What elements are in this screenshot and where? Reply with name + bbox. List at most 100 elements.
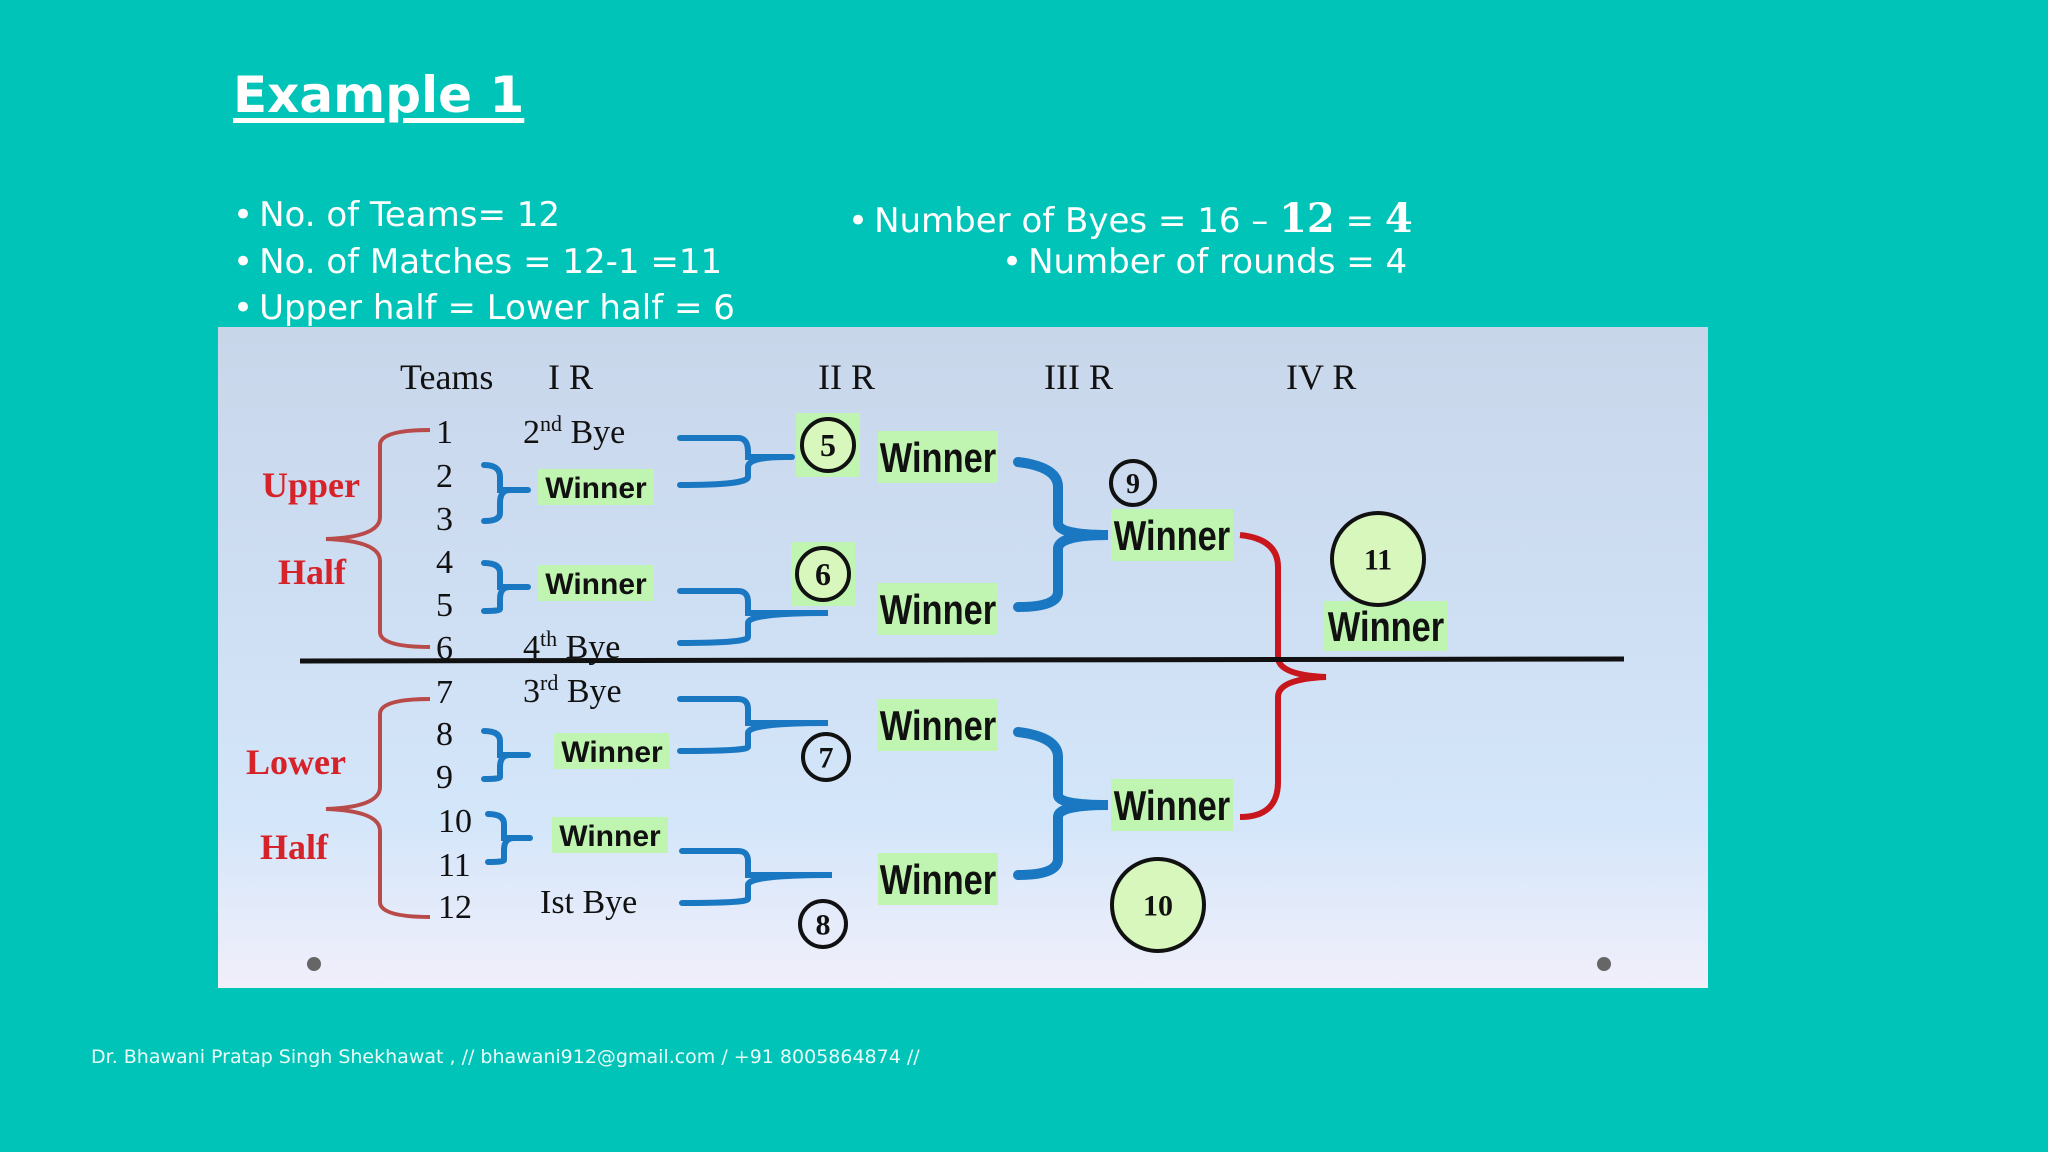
bullet-byes: •Number of Byes = 16 – 12 = 4 bbox=[848, 195, 1413, 242]
bullet-halves-text: Upper half = Lower half = 6 bbox=[259, 288, 735, 328]
bullet-teams: •No. of Teams= 12 bbox=[233, 195, 560, 235]
team-number: 12 bbox=[438, 889, 472, 926]
winner-label: Winner bbox=[545, 568, 647, 601]
match-number-circle: 6 bbox=[791, 542, 855, 606]
bye-2nd-rest: Bye bbox=[562, 414, 625, 451]
bye-3rd-sup: rd bbox=[540, 670, 558, 695]
bullet-byes-n: 12 bbox=[1279, 195, 1335, 242]
match-circle-ring bbox=[1110, 857, 1206, 953]
knockout-bracket-diagram: Teams I R II R III R IV R Upper Half Low… bbox=[218, 327, 1708, 988]
team-number: 2 bbox=[436, 458, 453, 495]
bracket-svg: Teams I R II R III R IV R Upper Half Low… bbox=[218, 327, 1708, 988]
bye-3rd: 3rd Bye bbox=[523, 670, 622, 710]
winner-label: Winner bbox=[880, 857, 996, 904]
bullet-dot: • bbox=[848, 201, 869, 241]
bye-1st: Ist Bye bbox=[540, 884, 637, 921]
match-circles: 5 6 7 8 9 10 11 bbox=[791, 413, 1426, 953]
winner-box-bg bbox=[878, 699, 998, 751]
bullet-byes-eq: = bbox=[1334, 201, 1385, 241]
team-number: 6 bbox=[436, 630, 453, 667]
match-number: 8 bbox=[816, 909, 831, 942]
winner-box: Winner bbox=[538, 469, 654, 505]
team-number: 4 bbox=[436, 544, 453, 581]
bye-3rd-rest: Bye bbox=[558, 673, 621, 710]
match-circle-ring bbox=[1330, 511, 1426, 607]
match-circle-ring bbox=[795, 546, 851, 602]
bullet-matches-text: No. of Matches = 12-1 =11 bbox=[259, 242, 723, 282]
bullet-dot: • bbox=[233, 242, 254, 282]
bye-4th-sup: th bbox=[540, 626, 557, 651]
label-upper: Upper bbox=[262, 465, 360, 505]
winner-box: Winner bbox=[878, 431, 998, 483]
team-number: 8 bbox=[436, 716, 453, 753]
bye-2nd-num: 2 bbox=[523, 414, 540, 451]
match-number: 7 bbox=[819, 742, 834, 775]
label-upper-half: Half bbox=[278, 552, 347, 592]
match-circle-ring bbox=[800, 417, 856, 473]
bullet-dot: • bbox=[233, 195, 254, 235]
team-number: 7 bbox=[436, 674, 453, 711]
header-round-1: I R bbox=[548, 357, 593, 397]
bye-3rd-num: 3 bbox=[523, 673, 540, 710]
lower-half-brace bbox=[325, 697, 431, 919]
match-number-circle: 7 bbox=[801, 732, 851, 782]
match-circle-ring bbox=[798, 899, 848, 949]
winner-box: Winner bbox=[554, 733, 670, 769]
brace-r3-match10 bbox=[1013, 727, 1109, 880]
bullet-rounds: •Number of rounds = 4 bbox=[1002, 242, 1407, 282]
match-number-circle: 8 bbox=[798, 899, 848, 949]
team-number: 5 bbox=[436, 587, 453, 624]
header-round-2: II R bbox=[818, 357, 875, 397]
winner-box: Winner bbox=[1324, 601, 1448, 651]
bullet-byes-prefix: Number of Byes = 16 – bbox=[874, 201, 1280, 241]
decor-dot-left bbox=[307, 957, 321, 971]
winner-box: Winner bbox=[878, 583, 998, 635]
team-number: 11 bbox=[438, 847, 471, 884]
bullet-teams-text: No. of Teams= 12 bbox=[259, 195, 561, 235]
team-number: 10 bbox=[438, 803, 472, 840]
team-number: 9 bbox=[436, 759, 453, 796]
match-number-circle: 10 bbox=[1110, 857, 1206, 953]
winner-box-bg bbox=[878, 853, 998, 905]
match-number: 5 bbox=[820, 427, 836, 463]
winner-box-bg bbox=[552, 817, 668, 853]
winner-label: Winner bbox=[880, 703, 996, 750]
bye-4th-num: 4 bbox=[523, 629, 540, 666]
brace-r2-match7 bbox=[677, 696, 829, 754]
brace-r2-match8 bbox=[679, 848, 833, 906]
winner-box-bg bbox=[1111, 509, 1233, 561]
match-number: 9 bbox=[1126, 469, 1140, 500]
match-number: 10 bbox=[1143, 890, 1173, 923]
bye-2nd: 2nd Bye bbox=[523, 411, 625, 451]
match-number: 11 bbox=[1364, 544, 1392, 577]
team-number: 3 bbox=[436, 501, 453, 538]
header-teams: Teams bbox=[400, 357, 493, 397]
slide-footer: Dr. Bhawani Pratap Singh Shekhawat , // … bbox=[91, 1046, 920, 1068]
winner-box: Winner bbox=[1111, 509, 1233, 561]
winner-box: Winner bbox=[878, 699, 998, 751]
label-lower-half: Half bbox=[260, 827, 329, 867]
half-divider-line bbox=[299, 656, 1625, 664]
bye-2nd-sup: nd bbox=[540, 411, 562, 436]
winner-label: Winner bbox=[1114, 783, 1230, 830]
match-number-circle: 5 bbox=[796, 413, 860, 477]
bullet-byes-result: 4 bbox=[1384, 195, 1413, 242]
slide-title: Example 1 bbox=[233, 66, 525, 124]
bullet-matches: •No. of Matches = 12-1 =11 bbox=[233, 242, 722, 282]
match-number-circle: 9 bbox=[1109, 459, 1157, 507]
winner-box-bg bbox=[538, 469, 654, 505]
bullet-rounds-text: Number of rounds = 4 bbox=[1028, 242, 1408, 282]
header-round-3: III R bbox=[1044, 357, 1113, 397]
winner-box: Winner bbox=[552, 817, 668, 853]
winner-box-bg bbox=[538, 565, 654, 601]
winner-label: Winner bbox=[559, 820, 661, 853]
upper-half-brace bbox=[325, 428, 431, 649]
brace-final bbox=[1239, 532, 1327, 820]
winner-box-bg bbox=[1111, 779, 1233, 831]
winner-box-bg bbox=[878, 431, 998, 483]
match-circle-ring bbox=[1109, 459, 1157, 507]
winner-label: Winner bbox=[545, 472, 647, 505]
label-lower: Lower bbox=[246, 742, 346, 782]
bullet-dot: • bbox=[1002, 242, 1023, 282]
winner-box-bg bbox=[554, 733, 670, 769]
